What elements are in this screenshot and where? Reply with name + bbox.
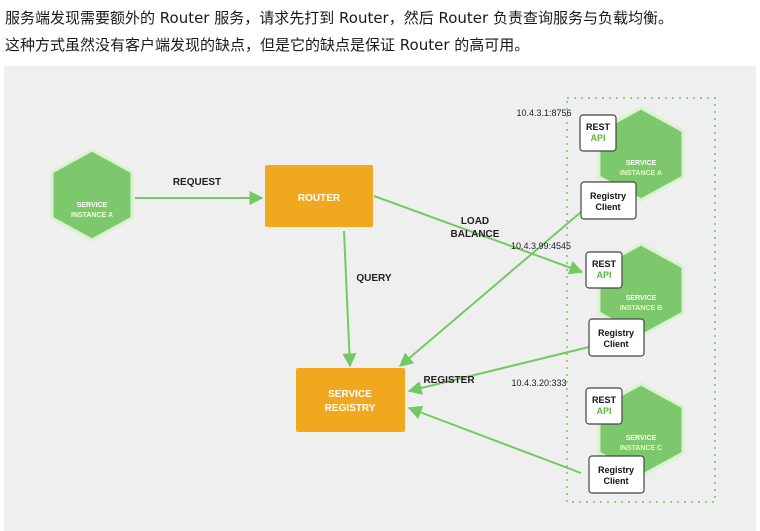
- instance-b-rest-api-box: [585, 251, 623, 289]
- instance-a-rest-label: REST: [586, 122, 611, 132]
- instance-c-instance-name: INSTANCE C: [620, 445, 662, 452]
- diagram-canvas: SERVICE INSTANCE A ROUTER SERVICE REGIST…: [50, 97, 716, 503]
- request-label: REQUEST: [173, 177, 221, 188]
- instance-b-registry-label: Registry: [598, 328, 634, 338]
- instance-b-instance-name: INSTANCE B: [620, 305, 662, 312]
- instance-b-api-label: API: [596, 270, 611, 280]
- instance-a-instance-name: INSTANCE A: [620, 170, 662, 177]
- client-service-name: SERVICE: [77, 202, 108, 209]
- instance-c-registry-client-box: [588, 455, 645, 494]
- query-label: QUERY: [356, 273, 392, 284]
- instance-c-rest-label: REST: [592, 395, 617, 405]
- instance-b-service-name: SERVICE: [626, 295, 657, 302]
- instances-group-border: [566, 97, 716, 503]
- instance-a-registry-client-box: [580, 181, 637, 220]
- router-node: ROUTER: [265, 165, 373, 227]
- register-arrow-b: [407, 346, 590, 395]
- service-instance-c: 10.4.3.20:333 SERVICE INSTANCE C REST AP…: [511, 378, 685, 494]
- instance-a-address: 10.4.3.1:8756: [516, 108, 571, 118]
- registry-label-line-2: REGISTRY: [325, 403, 376, 414]
- instance-a-client-label: Client: [595, 202, 620, 212]
- load-balance-label-line-1: LOAD: [461, 216, 489, 227]
- instance-c-registry-label: Registry: [598, 465, 634, 475]
- instance-b-registry-client-box: [588, 318, 645, 357]
- query-arrow: [342, 230, 357, 368]
- intro-line-2: 这种方式虽然没有客户端发现的缺点，但是它的缺点是保证 Router 的高可用。: [5, 36, 530, 54]
- registry-label-line-1: SERVICE: [328, 389, 372, 400]
- instance-b-client-label: Client: [603, 339, 628, 349]
- instance-c-api-label: API: [596, 406, 611, 416]
- register-arrow-c: [407, 405, 582, 474]
- instance-c-address: 10.4.3.20:333: [511, 378, 566, 388]
- instance-a-service-name: SERVICE: [626, 160, 657, 167]
- instance-b-rest-label: REST: [592, 259, 617, 269]
- service-instance-a: 10.4.3.1:8756 SERVICE INSTANCE A REST AP…: [516, 106, 685, 220]
- server-side-discovery-diagram: SERVICE INSTANCE A ROUTER SERVICE REGIST…: [4, 66, 756, 531]
- load-balance-label-line-2: BALANCE: [451, 229, 500, 240]
- instance-c-service-name: SERVICE: [626, 435, 657, 442]
- instance-a-api-label: API: [590, 133, 605, 143]
- service-instance-b: 10.4.3.99:4545 SERVICE INSTANCE B REST A…: [511, 241, 685, 357]
- router-label: ROUTER: [298, 193, 341, 204]
- client-service-node: SERVICE INSTANCE A: [50, 148, 134, 242]
- intro-text: 服务端发现需要额外的 Router 服务，请求先打到 Router，然后 Rou…: [5, 5, 760, 59]
- instance-b-address: 10.4.3.99:4545: [511, 241, 571, 251]
- intro-line-1: 服务端发现需要额外的 Router 服务，请求先打到 Router，然后 Rou…: [5, 9, 673, 27]
- register-arrow-a: [398, 211, 582, 367]
- instance-c-rest-api-box: [585, 387, 623, 425]
- client-service-instance: INSTANCE A: [71, 212, 113, 219]
- instance-a-registry-label: Registry: [590, 191, 626, 201]
- service-registry-node: SERVICE REGISTRY: [296, 368, 405, 432]
- instance-a-rest-api-box: [579, 114, 617, 152]
- load-balance-arrow: [373, 195, 584, 275]
- register-label: REGISTER: [423, 375, 475, 386]
- instance-c-client-label: Client: [603, 476, 628, 486]
